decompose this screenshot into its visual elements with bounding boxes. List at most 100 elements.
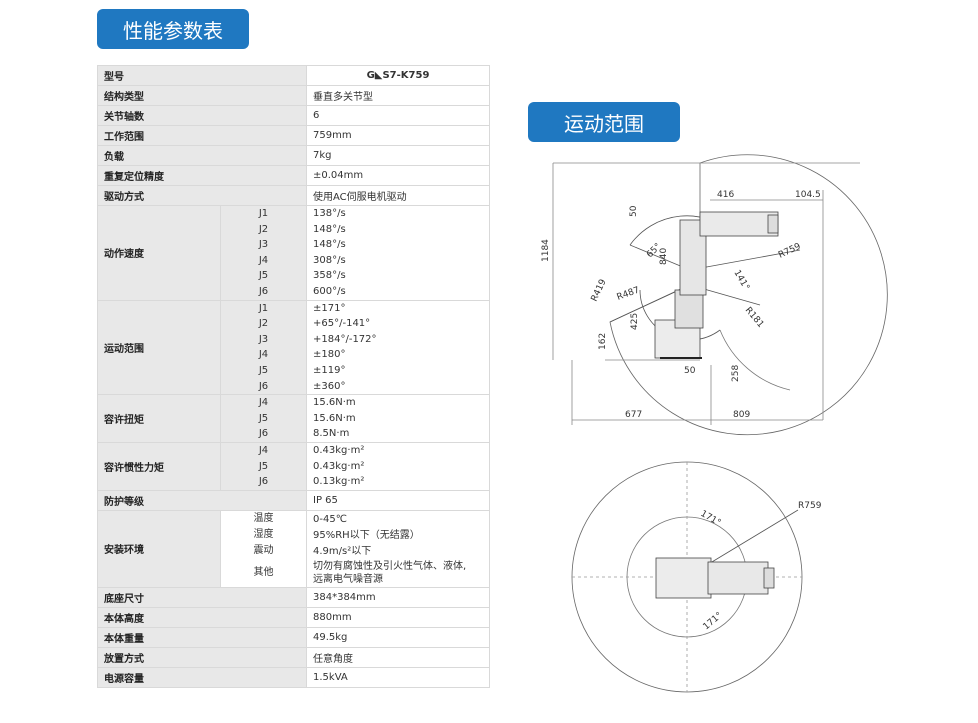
dim-171-bottom: 171°	[702, 611, 725, 633]
dim-1184: 1184	[541, 239, 551, 262]
value-list: 0.43kg·m² 0.43kg·m² 0.13kg·m²	[306, 441, 490, 491]
value-list: 138°/s 148°/s 148°/s 308°/s 358°/s 600°/…	[306, 205, 490, 301]
row-value: 138°/s	[313, 208, 346, 219]
row-value: 880mm	[306, 606, 490, 628]
row-value: +184°/-172°	[313, 333, 377, 345]
row-value: 308°/s	[313, 254, 346, 266]
table-row: 重复定位精度±0.04mm	[97, 165, 490, 186]
dim-50-bottom: 50	[684, 366, 696, 376]
row-label: 驱动方式	[97, 185, 307, 206]
row-label: 本体重量	[97, 626, 307, 648]
row-label: 电源容量	[97, 666, 307, 688]
dim-r487: R487	[616, 285, 641, 302]
outer-envelope	[609, 154, 888, 436]
row-label: 动作速度	[97, 205, 221, 301]
row-value: ±0.04mm	[306, 165, 490, 186]
joint-label: J6	[258, 476, 269, 488]
robot-lower-arm	[674, 289, 704, 329]
table-row: 容许惯性力矩 J4 J5 J6 0.43kg·m² 0.43kg·m² 0.13…	[97, 441, 490, 491]
joint-label: J6	[258, 380, 269, 392]
joint-label: J5	[258, 412, 269, 424]
robot-flange	[767, 214, 779, 234]
env-sub-label: 震动	[253, 544, 274, 556]
joint-label: J4	[258, 349, 269, 361]
env-sub-label: 温度	[253, 512, 274, 524]
row-value: ±180°	[313, 349, 346, 361]
row-value: 384*384mm	[306, 586, 490, 608]
row-label: 底座尺寸	[97, 586, 307, 608]
row-value: 8.5N·m	[313, 428, 350, 440]
dim-677: 677	[625, 410, 642, 420]
joint-list: J4 J5 J6	[220, 441, 307, 491]
joint-label: J3	[258, 333, 269, 345]
dim-171-top: 171°	[699, 509, 723, 529]
row-value: 0.13kg·m²	[313, 476, 365, 488]
row-value: 0.43kg·m²	[313, 460, 365, 472]
dim-r759: R759	[777, 242, 803, 261]
table-row: 容许扭矩 J4 J5 J6 15.6N·m 15.6N·m 8.5N·m	[97, 394, 490, 443]
env-sub-label: 湿度	[253, 528, 274, 540]
row-value: 148°/s	[313, 239, 346, 251]
row-value: 1.5kVA	[306, 666, 490, 688]
joint-label: J5	[258, 364, 269, 376]
motion-range-heading: 运动范围	[528, 102, 680, 142]
joint-list: J1 J2 J3 J4 J5 J6	[220, 205, 307, 301]
row-value: 148°/s	[313, 223, 346, 235]
row-value: 垂直多关节型	[306, 85, 490, 106]
value-list: 15.6N·m 15.6N·m 8.5N·m	[306, 394, 490, 443]
dim-141-deg: 141°	[731, 269, 751, 293]
joint-label: J4	[258, 444, 269, 456]
joint-label: J3	[258, 239, 269, 251]
dim-162: 162	[598, 333, 608, 350]
robot-base-top	[655, 557, 712, 599]
joint-label: J4	[258, 397, 269, 409]
row-label: 本体高度	[97, 606, 307, 628]
env-sub-label: 其他	[253, 566, 274, 578]
row-value: 切勿有腐蚀性及引火性气体、液体,	[313, 560, 467, 572]
row-value: ±171°	[313, 302, 346, 314]
dim-r181: R181	[743, 306, 766, 330]
row-value: 0-45℃	[313, 513, 347, 525]
dim-416: 416	[717, 190, 734, 200]
dim-50-top: 50	[629, 205, 639, 217]
table-row: 动作速度 J1 J2 J3 J4 J5 J6 138°/s 148°/s 148…	[97, 205, 490, 301]
row-value: 4.9m/s²以下	[313, 545, 372, 557]
joint-list: J4 J5 J6	[220, 394, 307, 443]
row-label: 关节轴数	[97, 105, 307, 126]
inner-arc	[719, 329, 791, 391]
dim-r759-top: R759	[798, 501, 822, 511]
row-label: 运动范围	[97, 299, 221, 396]
table-row: 运动范围 J1 J2 J3 J4 J5 J6 ±171° +65°/-141° …	[97, 299, 490, 396]
joint-label: J5	[258, 270, 269, 282]
joint-label: J1	[258, 302, 269, 314]
side-view-diagram	[552, 154, 888, 436]
value-list: ±171° +65°/-141° +184°/-172° ±180° ±119°…	[306, 299, 490, 396]
row-label: 工作范围	[97, 125, 307, 146]
row-value: ±360°	[313, 380, 346, 392]
model-value: G◣S7-K759	[306, 65, 490, 86]
robot-forearm	[699, 211, 779, 237]
row-value: 远离电气噪音源	[313, 573, 383, 585]
joint-label: J4	[258, 254, 269, 266]
row-value: +65°/-141°	[313, 318, 371, 330]
dim-809: 809	[733, 410, 750, 420]
top-view-diagram	[571, 461, 803, 693]
table-row: 驱动方式使用AC伺服电机驱动	[97, 185, 490, 206]
robot-flange-top	[763, 567, 775, 589]
dim-r419: R419	[590, 278, 609, 304]
joint-label: J5	[258, 460, 269, 472]
row-label: 负载	[97, 145, 307, 166]
row-value: 使用AC伺服电机驱动	[306, 185, 490, 206]
row-value: 600°/s	[313, 285, 346, 297]
row-value: 6	[306, 105, 490, 126]
